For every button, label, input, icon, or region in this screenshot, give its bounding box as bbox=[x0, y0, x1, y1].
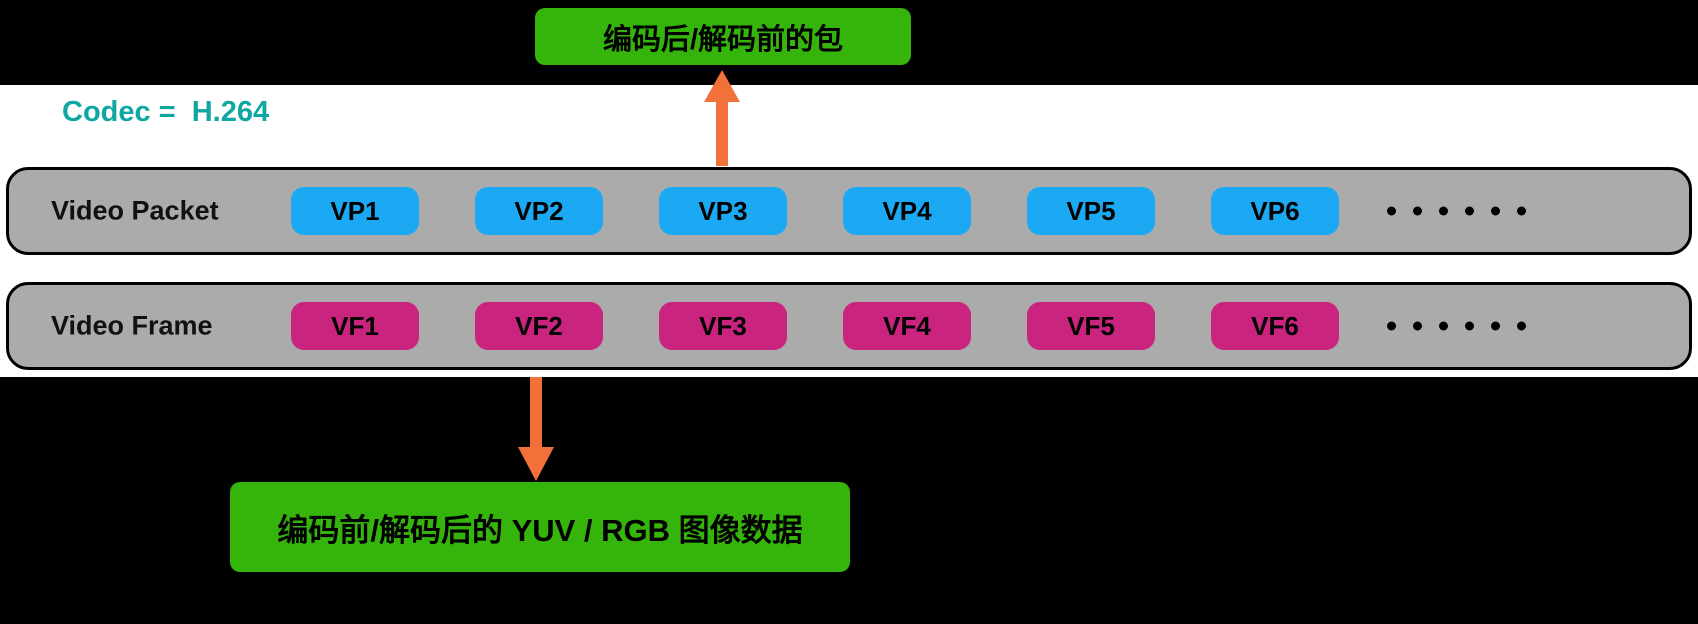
arrow-down-shaft bbox=[530, 377, 542, 449]
packet-item-vp1: VP1 bbox=[291, 187, 419, 235]
frame-item-vf6: VF6 bbox=[1211, 302, 1339, 350]
video-packet-row-label: Video Packet bbox=[51, 195, 219, 226]
codec-label: Codec = H.264 bbox=[62, 96, 270, 128]
dot bbox=[1387, 206, 1396, 216]
ellipsis-icon bbox=[1387, 206, 1526, 216]
arrow-down-icon bbox=[518, 377, 554, 481]
frame-item-vf4: VF4 bbox=[843, 302, 971, 350]
dot bbox=[1439, 321, 1448, 331]
dot bbox=[1465, 206, 1474, 216]
packet-item-vp6: VP6 bbox=[1211, 187, 1339, 235]
arrow-down-head bbox=[518, 447, 554, 481]
dot bbox=[1491, 206, 1500, 216]
video-packet-row: Video Packet VP1 VP2 VP3 VP4 VP5 VP6 bbox=[6, 167, 1692, 255]
dot bbox=[1465, 321, 1474, 331]
packet-item-vp3: VP3 bbox=[659, 187, 787, 235]
frame-item-vf5: VF5 bbox=[1027, 302, 1155, 350]
dot bbox=[1413, 321, 1422, 331]
arrow-up-icon bbox=[704, 70, 740, 166]
packet-item-vp2: VP2 bbox=[475, 187, 603, 235]
ellipsis-icon bbox=[1387, 321, 1526, 331]
packet-item-vp4: VP4 bbox=[843, 187, 971, 235]
packet-item-vp5: VP5 bbox=[1027, 187, 1155, 235]
encoded-packet-annotation: 编码后/解码前的包 bbox=[535, 8, 911, 65]
frame-item-vf1: VF1 bbox=[291, 302, 419, 350]
dot bbox=[1491, 321, 1500, 331]
dot bbox=[1413, 206, 1422, 216]
video-frame-row: Video Frame VF1 VF2 VF3 VF4 VF5 VF6 bbox=[6, 282, 1692, 370]
video-frame-row-label: Video Frame bbox=[51, 310, 213, 341]
frame-item-vf2: VF2 bbox=[475, 302, 603, 350]
dot bbox=[1439, 206, 1448, 216]
dot bbox=[1387, 321, 1396, 331]
frame-item-vf3: VF3 bbox=[659, 302, 787, 350]
dot bbox=[1517, 206, 1526, 216]
dot bbox=[1517, 321, 1526, 331]
arrow-up-head bbox=[704, 70, 740, 102]
arrow-up-shaft bbox=[716, 100, 728, 166]
raw-frame-annotation: 编码前/解码后的 YUV / RGB 图像数据 bbox=[230, 482, 850, 572]
